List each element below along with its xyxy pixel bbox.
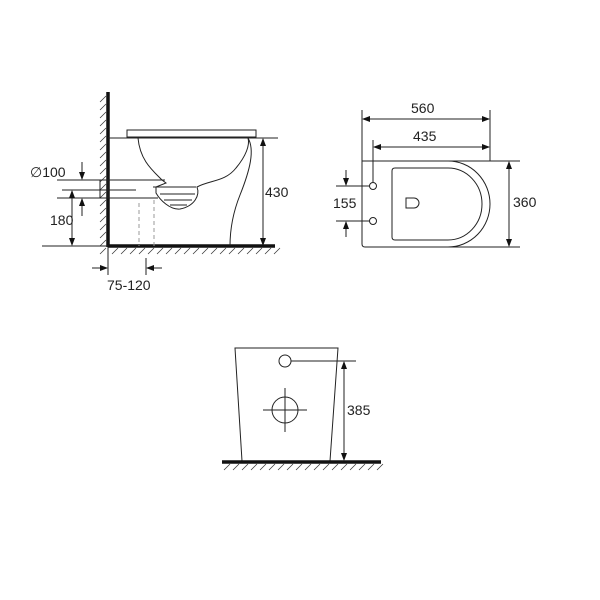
width-label: 360 [513, 194, 537, 210]
hatch-line [99, 127, 107, 135]
toilet-front-outline [234, 347, 339, 462]
hatch-line [99, 207, 107, 215]
wall-hatching [99, 95, 107, 255]
wall-offset-label: 75-120 [107, 277, 151, 293]
hatch-line [259, 463, 267, 471]
hatch-line [255, 247, 263, 255]
toilet-seat [126, 129, 257, 138]
hatch-line [99, 135, 107, 143]
side-view: ∅100 180 430 75-120 [30, 92, 289, 293]
hatch-line [183, 247, 191, 255]
hatch-line [99, 199, 107, 207]
fixing-hole [369, 217, 377, 225]
hatch-line [246, 247, 254, 255]
hatch-line [99, 215, 107, 223]
inlet-hole [278, 354, 292, 368]
hatch-line [99, 95, 107, 103]
hatch-line [120, 247, 128, 255]
hatch-line [286, 463, 294, 471]
hatch-line [219, 247, 227, 255]
fixing-length-label: 435 [413, 128, 437, 144]
hatch-line [358, 463, 366, 471]
hatch-line [232, 463, 240, 471]
hatch-line [295, 463, 303, 471]
hatch-line [313, 463, 321, 471]
wall-sleeve [99, 179, 109, 199]
hatch-line [241, 463, 249, 471]
fixing-spacing-label: 155 [333, 195, 357, 211]
hatch-line [273, 247, 281, 255]
hatch-line [223, 463, 231, 471]
hatch-line [277, 463, 285, 471]
hatch-line [138, 247, 146, 255]
floor-hatching [223, 463, 384, 471]
hatch-line [340, 463, 348, 471]
pipe-diameter-label: ∅100 [30, 164, 66, 180]
front-view: 385 [222, 347, 384, 471]
top-view: 560 435 360 155 [333, 100, 537, 248]
hatch-line [228, 247, 236, 255]
toilet-plan-outline [361, 160, 491, 248]
hatch-line [99, 111, 107, 119]
pedestal-outline [229, 137, 252, 247]
hatch-line [99, 159, 107, 167]
hatch-line [201, 247, 209, 255]
fixing-hole [369, 182, 377, 190]
drain-outline [405, 197, 420, 209]
hatch-line [99, 247, 107, 255]
hatch-line [268, 463, 276, 471]
outlet-height-label: 180 [50, 212, 74, 228]
hatch-line [99, 183, 107, 191]
hatch-line [99, 151, 107, 159]
hatch-line [99, 103, 107, 111]
hatch-line [99, 223, 107, 231]
hatch-line [99, 143, 107, 151]
hatch-line [250, 463, 258, 471]
hatch-line [174, 247, 182, 255]
seat-height-label: 430 [265, 184, 289, 200]
hatch-line [237, 247, 245, 255]
overall-length-label: 560 [411, 100, 435, 116]
hatch-line [156, 247, 164, 255]
hatch-line [99, 167, 107, 175]
hatch-line [210, 247, 218, 255]
hatch-line [376, 463, 384, 471]
hatch-line [129, 247, 137, 255]
hatch-line [322, 463, 330, 471]
hatch-line [99, 191, 107, 199]
bowl-outline [137, 137, 249, 210]
hatch-line [165, 247, 173, 255]
hatch-line [192, 247, 200, 255]
floor-hatching [111, 247, 281, 255]
hatch-line [111, 247, 119, 255]
hatch-line [147, 247, 155, 255]
hatch-line [99, 231, 107, 239]
hatch-line [99, 175, 107, 183]
bowl-plan-outline [391, 167, 483, 241]
hatch-line [99, 119, 107, 127]
hatch-line [367, 463, 375, 471]
inlet-height-label: 385 [347, 402, 371, 418]
hatch-line [331, 463, 339, 471]
hatch-line [99, 239, 107, 247]
hatch-line [304, 463, 312, 471]
hatch-line [264, 247, 272, 255]
hatch-line [349, 463, 357, 471]
